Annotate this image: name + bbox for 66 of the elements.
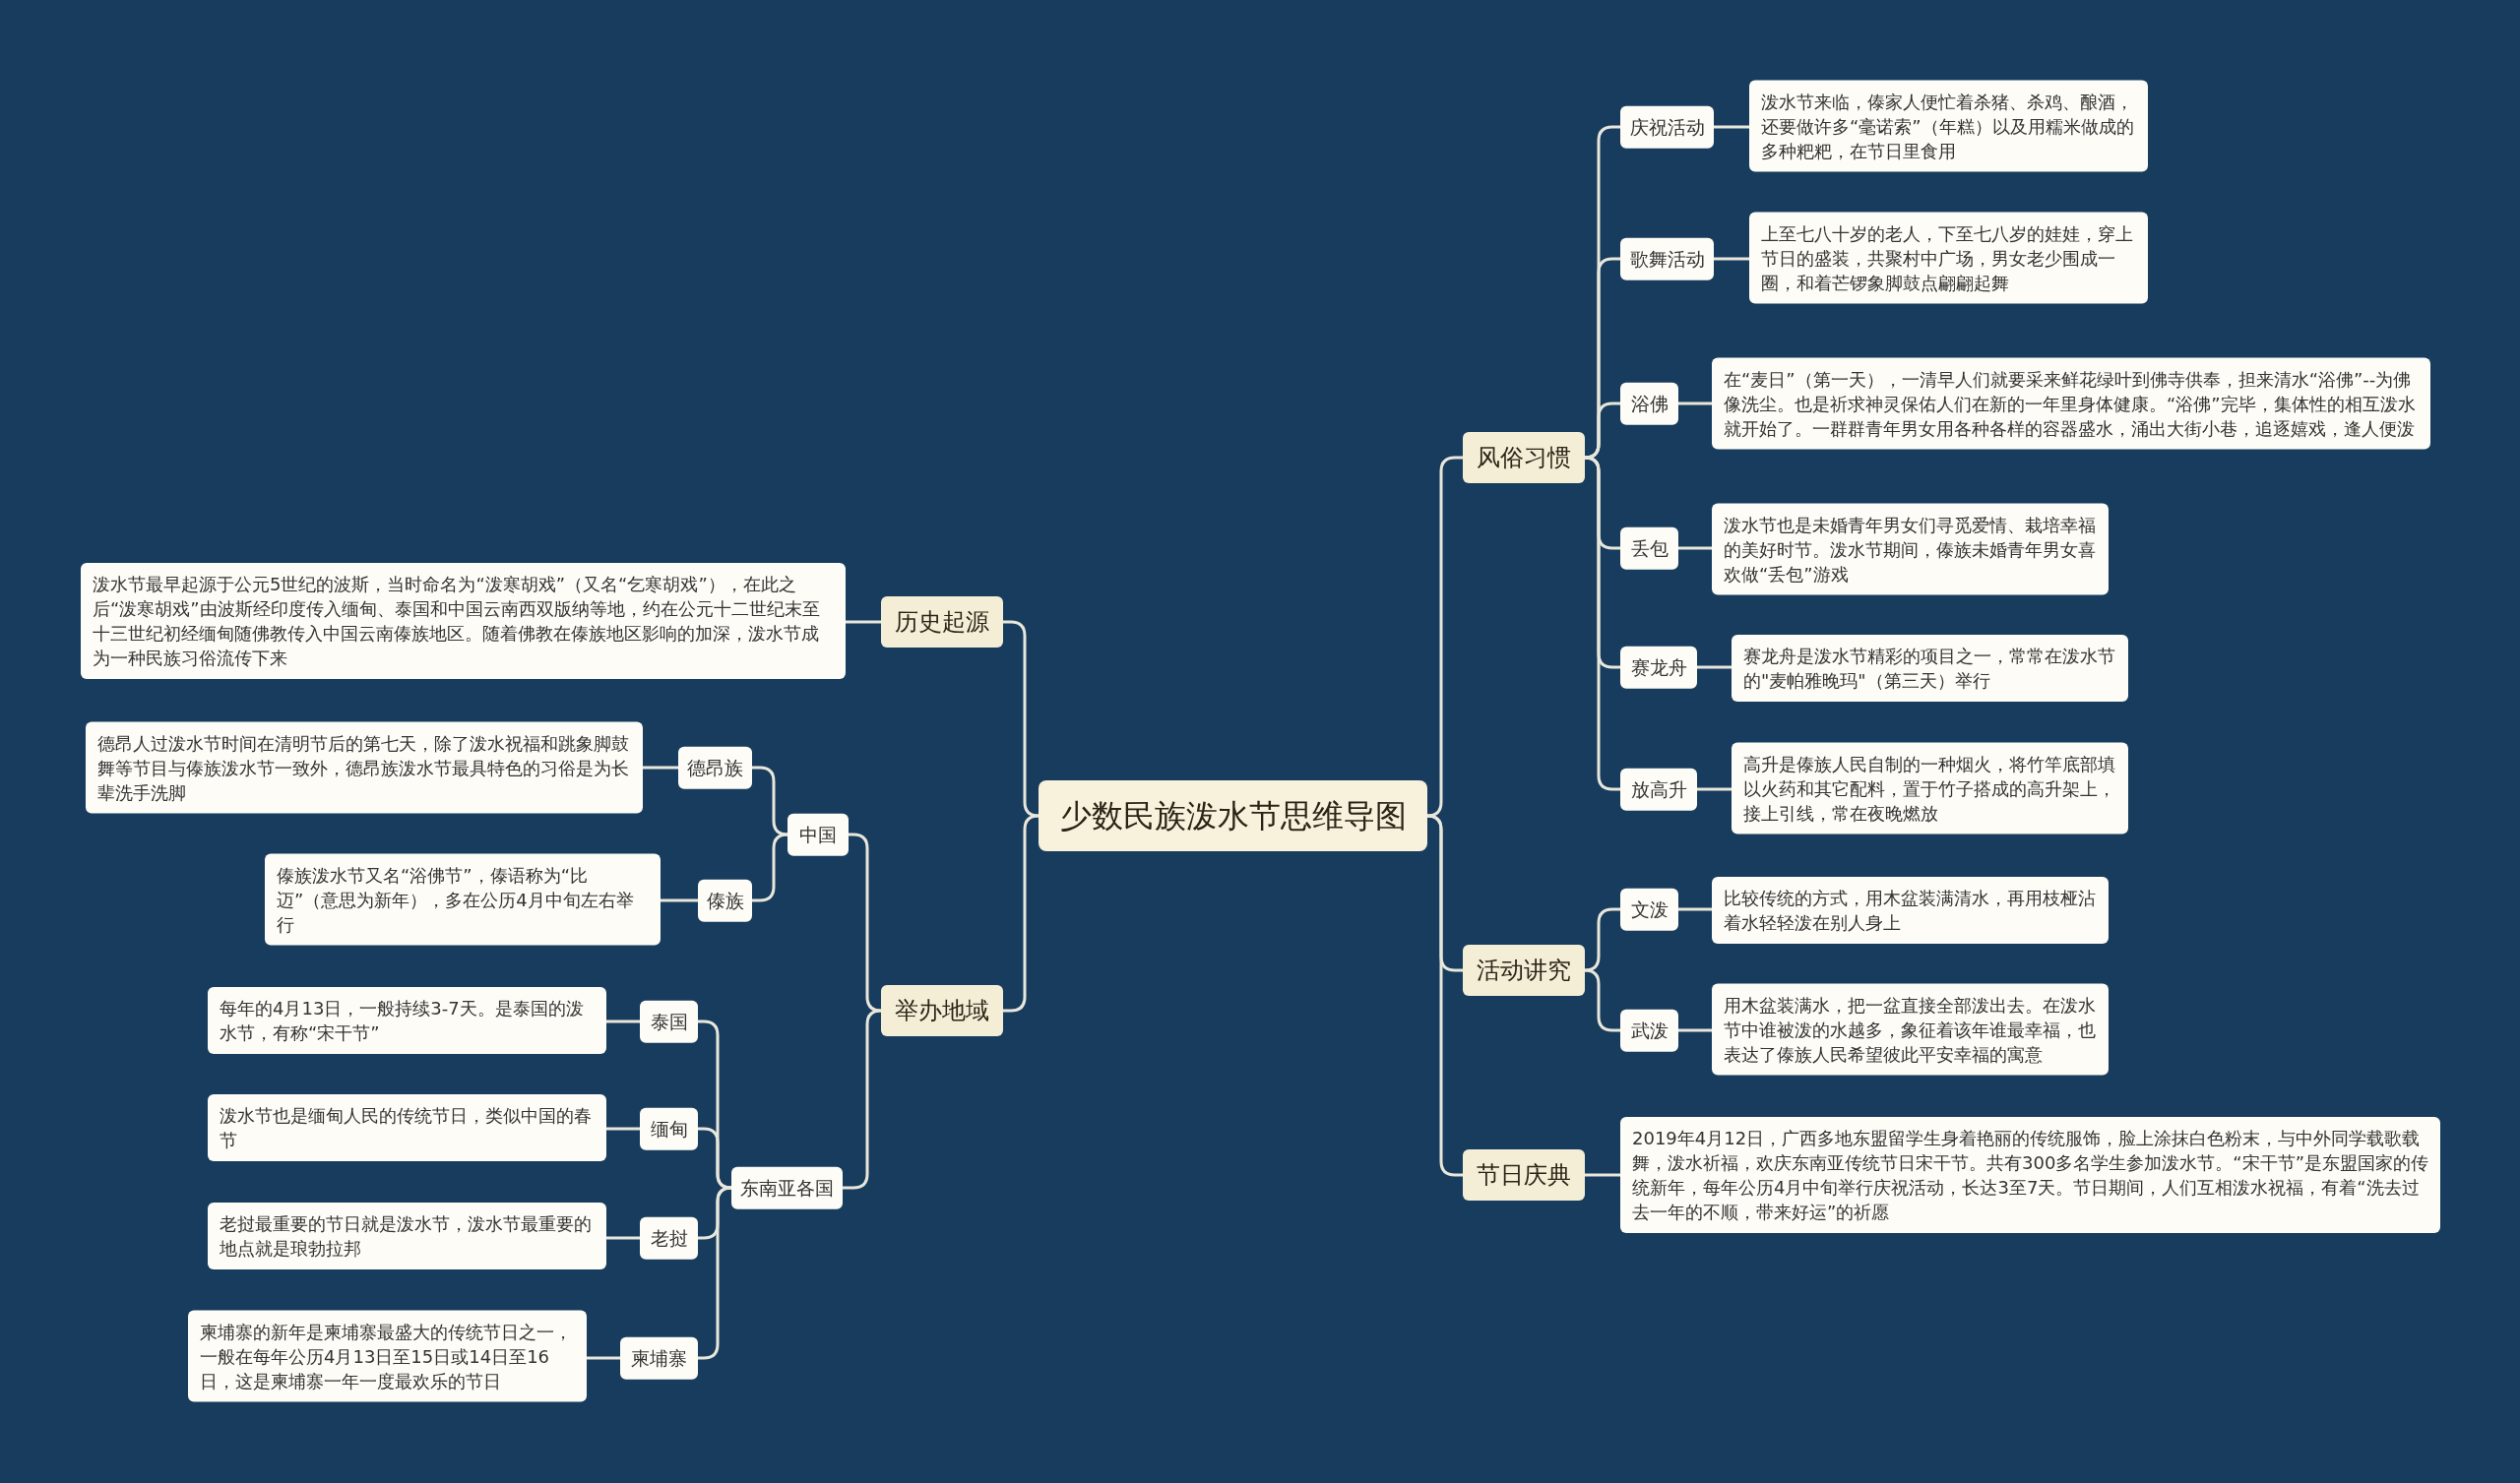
subtopic-box: 柬埔寨	[620, 1336, 698, 1380]
subtopic-box: 放高升	[1620, 768, 1697, 811]
subtopic-box: 老挝	[640, 1216, 698, 1260]
subtopic-box: 傣族	[698, 879, 752, 922]
central-topic-box: 少数民族泼水节思维导图	[1039, 780, 1427, 851]
connector-line	[1697, 665, 1732, 669]
branch-topic-box: 历史起源	[881, 596, 1003, 648]
connector-line	[843, 1009, 883, 1190]
connector-line	[587, 1356, 620, 1360]
note-box: 老挝最重要的节日就是泼水节，泼水节最重要的地点就是琅勃拉邦	[208, 1203, 606, 1269]
note-box: 在“麦日”（第一天），一清早人们就要采来鲜花绿叶到佛寺供奉，担来清水“浴佛”--为佛像洗尘。也是祈求神灵保佑人们在新的一年里身体健康。“浴佛”完毕，集体性的相互泼水就开始了。一群群青年男女用各种各样的容器盛水，涌出大街小巷，追逐嬉戏，逢人便泼	[1712, 357, 2430, 450]
connector-line	[849, 833, 883, 1013]
note-box: 德昂人过泼水节时间在清明节后的第七天，除了泼水祝福和跳象脚鼓舞等节目与傣族泼水节一致外，德昂族泼水节最具特色的习俗是为长辈洗手洗脚	[86, 721, 643, 814]
subtopic-box: 文泼	[1620, 888, 1678, 931]
connector-line	[752, 833, 789, 902]
subtopic-box: 浴佛	[1620, 382, 1678, 425]
subtopic-box: 庆祝活动	[1620, 105, 1714, 149]
subtopic-box: 中国	[788, 813, 849, 856]
connector-line	[661, 898, 698, 902]
subtopic-box: 泰国	[640, 1000, 698, 1043]
connector-line	[1714, 125, 1749, 129]
connector-line	[698, 1127, 733, 1190]
connector-line	[606, 1020, 640, 1023]
connector-line	[1425, 456, 1463, 818]
connector-line	[1678, 907, 1712, 911]
connector-line	[698, 1186, 733, 1360]
note-box: 2019年4月12日，广西多地东盟留学生身着艳丽的传统服饰，脸上涂抹白色粉末，与中外同学载歌载舞，泼水祈福，欢庆东南亚传统节日宋干节。共有300多名学生参加泼水节。“宋干节”是东盟国家的传统新年，每年公历4月中旬举行庆祝活动，长达3至7天。节日期间，人们互相泼水祝福，有着“洗去过去一年的不顺，带来好运”的祈愿	[1620, 1117, 2440, 1233]
note-box: 泼水节也是缅甸人民的传统节日，类似中国的春节	[208, 1094, 606, 1161]
subtopic-box: 德昂族	[678, 746, 752, 789]
branch-topic-box: 举办地域	[881, 985, 1003, 1036]
note-box: 比较传统的方式，用木盆装满清水，再用枝桠沾着水轻轻泼在别人身上	[1712, 877, 2109, 944]
note-box: 傣族泼水节又名“浴佛节”，傣语称为“比迈”（意思为新年），多在公历4月中旬左右举行	[265, 853, 661, 946]
connector-line	[1003, 620, 1040, 818]
note-box: 用木盆装满水，把一盆直接全部泼出去。在泼水节中谁被泼的水越多，象征着该年谁最幸福，也表达了傣族人民希望彼此平安幸福的寓意	[1712, 983, 2109, 1076]
connector-line	[1583, 907, 1620, 972]
connector-line	[1678, 402, 1712, 405]
subtopic-box: 缅甸	[640, 1107, 698, 1150]
subtopic-box: 歌舞活动	[1620, 237, 1714, 280]
connector-line	[1585, 1173, 1620, 1177]
connector-line	[606, 1127, 640, 1131]
subtopic-box: 武泼	[1620, 1009, 1678, 1052]
connector-line	[1678, 546, 1712, 550]
subtopic-box: 丢包	[1620, 526, 1678, 570]
connector-line	[606, 1236, 640, 1240]
connector-line	[643, 766, 678, 770]
connector-line	[1003, 814, 1040, 1013]
subtopic-box: 东南亚各国	[731, 1166, 843, 1209]
note-box: 高升是傣族人民自制的一种烟火，将竹竿底部填以火药和其它配料，置于竹子搭成的高升架上，接上引线，常在夜晚燃放	[1732, 742, 2128, 834]
note-box: 泼水节来临，傣家人便忙着杀猪、杀鸡、酿酒，还要做许多“毫诺索”（年糕）以及用糯米做成的多种粑粑，在节日里食用	[1749, 80, 2148, 172]
connector-line	[752, 766, 789, 836]
note-box: 上至七八十岁的老人，下至七八岁的娃娃，穿上节日的盛装，共聚村中广场，男女老少围成一圈，和着芒锣象脚鼓点翩翩起舞	[1749, 212, 2148, 304]
connector-line	[1714, 257, 1749, 261]
note-box: 柬埔寨的新年是柬埔寨最盛大的传统节日之一，一般在每年公历4月13日至15日或14日至16日，这是柬埔寨一年一度最欢乐的节日	[188, 1310, 587, 1402]
note-box: 赛龙舟是泼水节精彩的项目之一，常常在泼水节的"麦帕雅晚玛"（第三天）举行	[1732, 635, 2128, 702]
note-box: 每年的4月13日，一般持续3-7天。是泰国的泼水节，有称“宋干节”	[208, 987, 606, 1054]
connector-line	[846, 620, 881, 624]
connector-line	[1678, 1028, 1712, 1032]
branch-topic-box: 活动讲究	[1463, 945, 1585, 996]
branch-topic-box: 风俗习惯	[1463, 432, 1585, 483]
branch-topic-box: 节日庆典	[1463, 1149, 1585, 1201]
connector-line	[1697, 787, 1732, 791]
note-box: 泼水节最早起源于公元5世纪的波斯，当时命名为“泼寒胡戏”（又名“乞寒胡戏”），在此之后“泼寒胡戏”由波斯经印度传入缅甸、泰国和中国云南西双版纳等地，约在公元十二世纪末至十三世纪初经缅甸随佛教传入中国云南傣族地区。随着佛教在傣族地区影响的加深，泼水节成为一种民族习俗流传下来	[81, 563, 846, 679]
note-box: 泼水节也是未婚青年男女们寻觅爱情、栽培幸福的美好时节。泼水节期间，傣族未婚青年男女喜欢做“丢包”游戏	[1712, 503, 2109, 595]
connector-line	[1583, 968, 1620, 1032]
connector-line	[1425, 814, 1463, 1177]
subtopic-box: 赛龙舟	[1620, 646, 1697, 689]
